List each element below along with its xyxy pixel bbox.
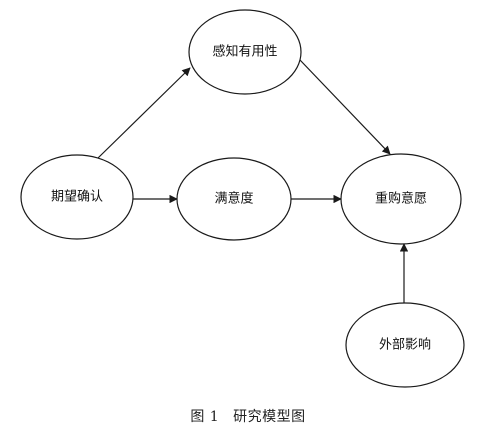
figure-caption: 图 1 研究模型图 (0, 406, 496, 426)
edge-expectation-to-usefulness (97, 67, 191, 159)
node-label-repurchase-intention: 重购意愿 (375, 191, 427, 207)
node-label-satisfaction: 满意度 (214, 191, 253, 207)
node-repurchase-intention: 重购意愿 (340, 153, 462, 245)
figure-number: 图 1 (190, 409, 220, 425)
node-satisfaction: 满意度 (176, 157, 292, 241)
node-label-expectation-confirmation: 期望确认 (51, 189, 103, 205)
node-external-influence: 外部影响 (345, 302, 465, 388)
node-label-perceived-usefulness: 感知有用性 (212, 44, 277, 60)
figure-title: 研究模型图 (233, 409, 306, 425)
node-perceived-usefulness: 感知有用性 (188, 9, 302, 95)
node-label-external-influence: 外部影响 (379, 337, 431, 353)
node-expectation-confirmation: 期望确认 (20, 154, 134, 240)
edge-usefulness-to-repurchase (299, 59, 391, 155)
